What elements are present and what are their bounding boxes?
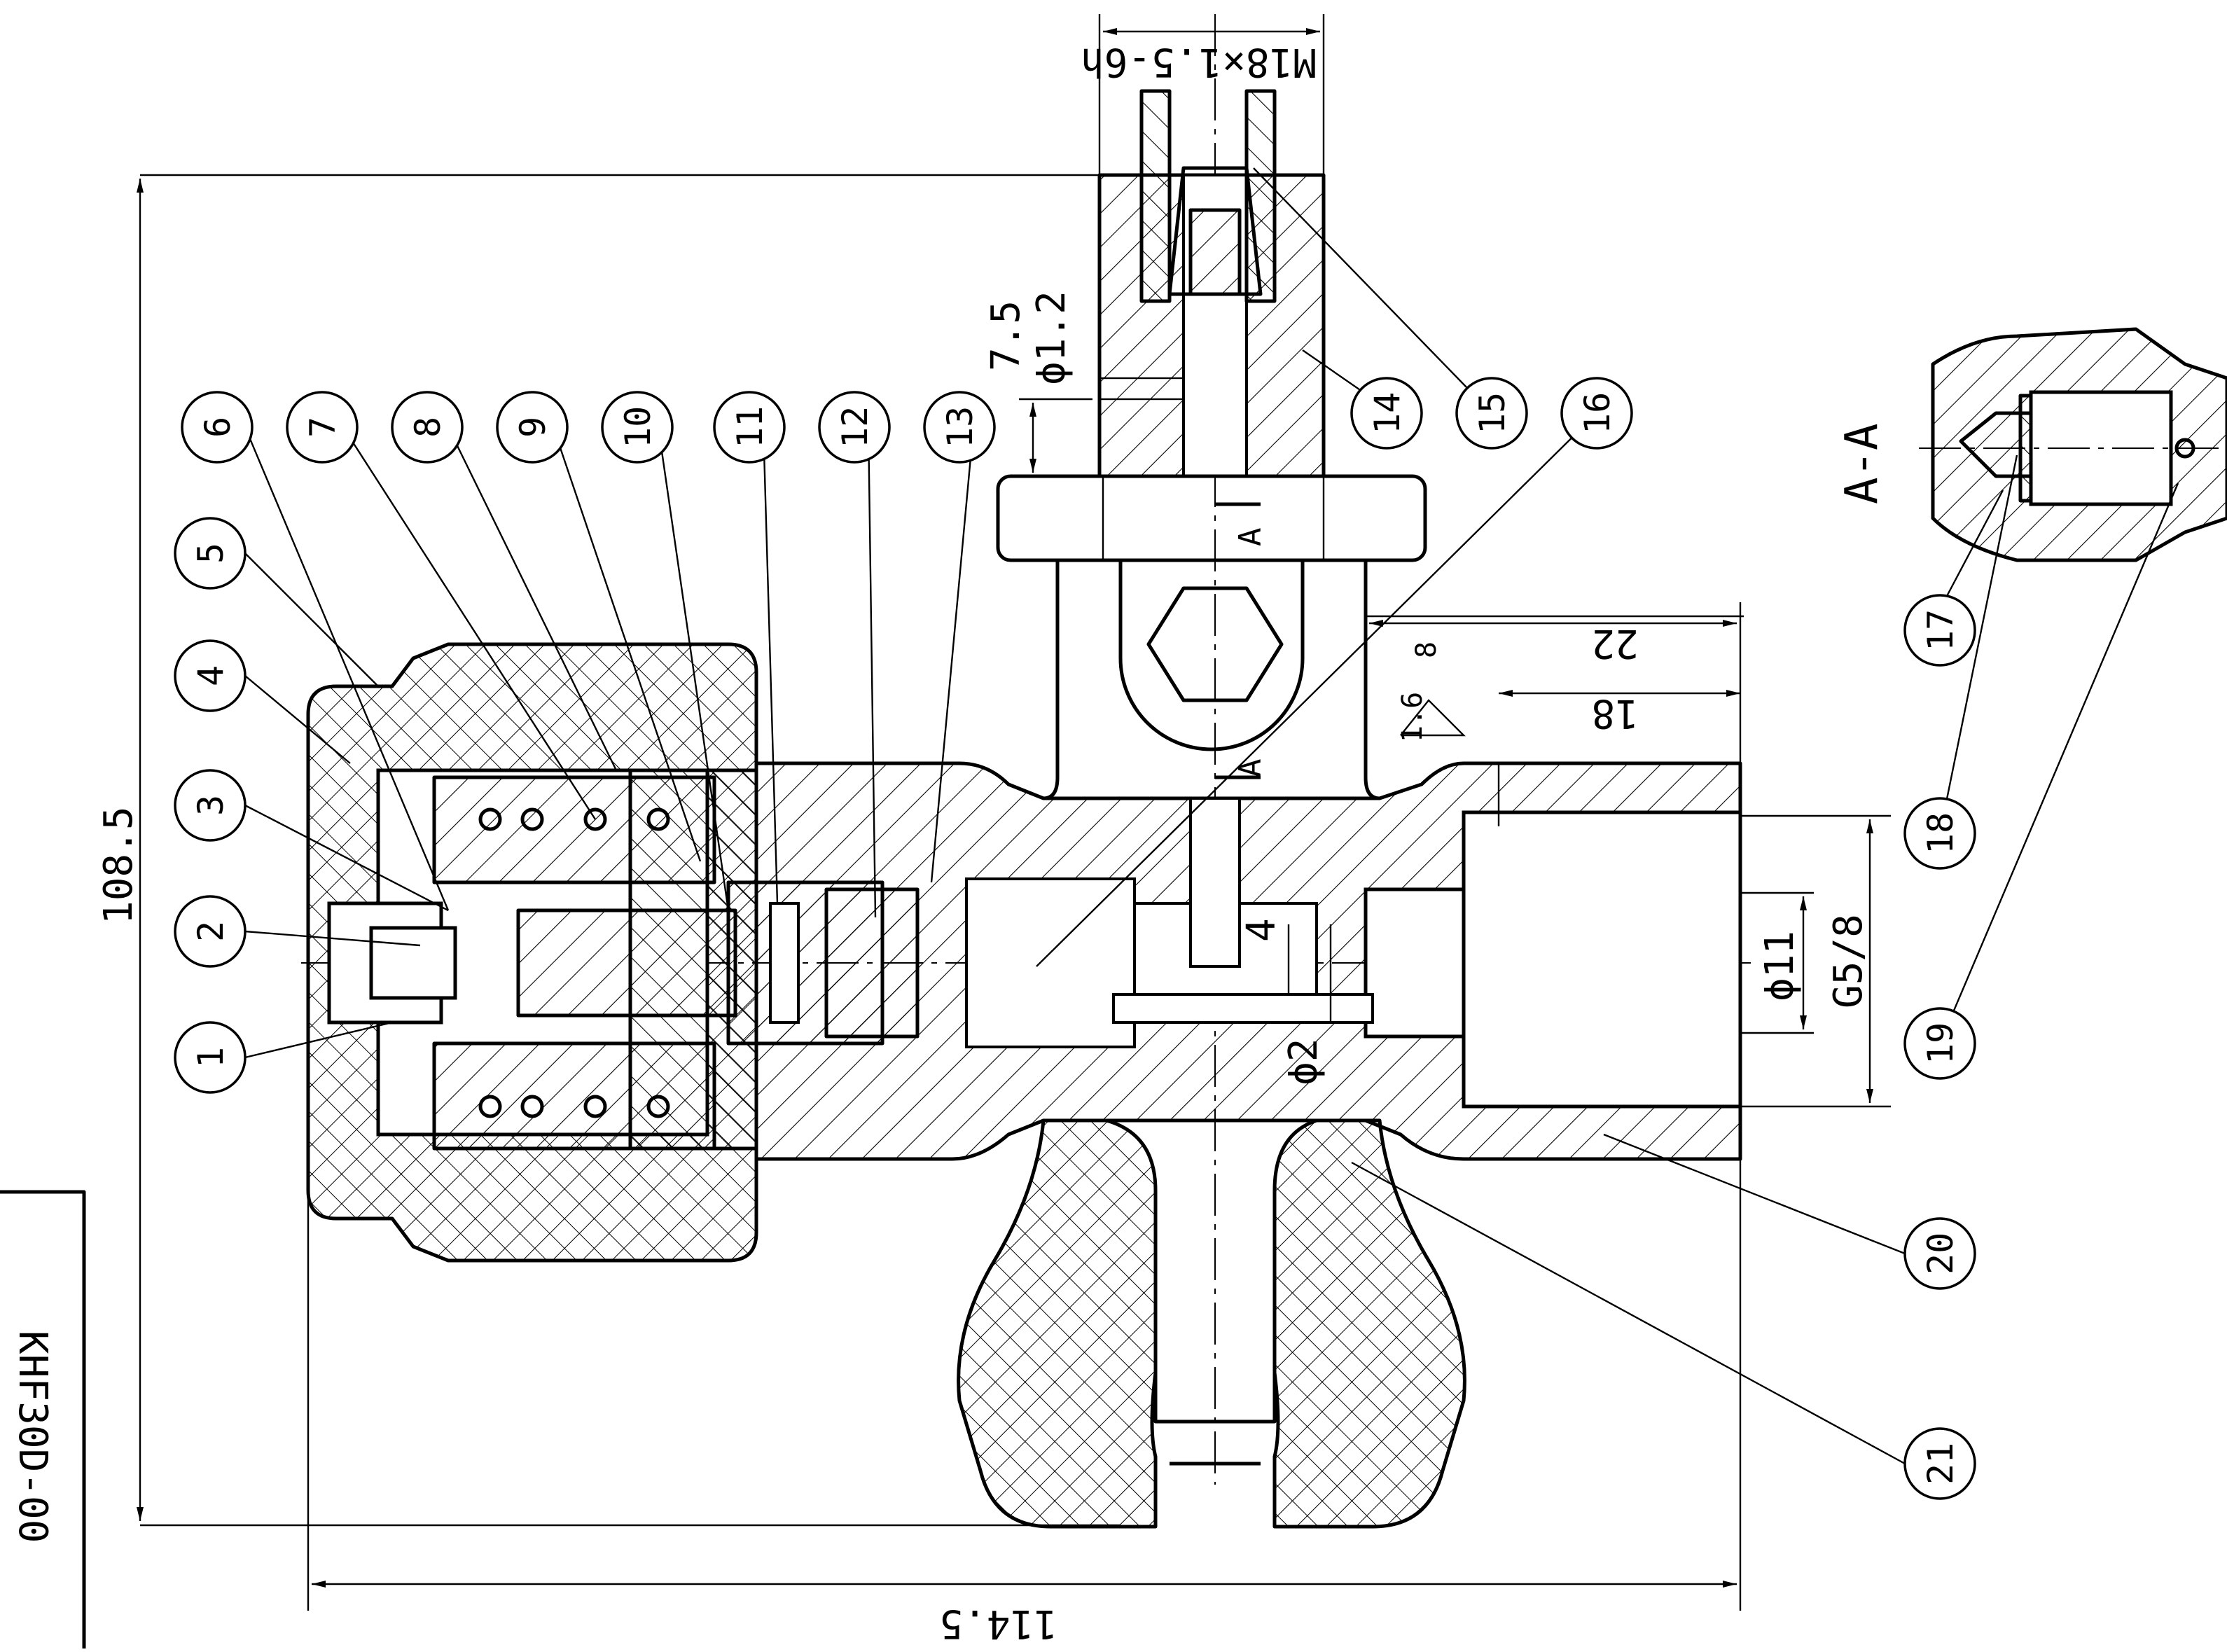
roughness-value: 1.6 [1396, 692, 1429, 742]
svg-text:3: 3 [190, 795, 231, 816]
balloon-15: 15 [1455, 377, 1528, 450]
balloon-6: 6 [181, 391, 254, 464]
svg-text:2: 2 [190, 921, 231, 942]
svg-text:6: 6 [197, 417, 238, 438]
svg-text:18: 18 [1920, 812, 1961, 854]
svg-text:8: 8 [408, 417, 448, 438]
part-balloons: 1 2 3 4 5 6 7 8 9 10 11 12 13 14 15 16 1… [174, 377, 1976, 1500]
svg-text:10: 10 [618, 406, 658, 448]
bottom-handle [957, 1118, 1466, 1529]
svg-text:12: 12 [835, 406, 875, 448]
svg-text:20: 20 [1920, 1233, 1961, 1275]
balloon-14: 14 [1350, 377, 1423, 450]
svg-text:5: 5 [190, 543, 231, 564]
svg-text:9: 9 [513, 417, 553, 438]
balloon-10: 10 [601, 391, 674, 464]
leader-lines [244, 167, 2179, 1465]
balloon-2: 2 [174, 895, 247, 968]
balloon-7: 7 [286, 391, 359, 464]
balloon-20: 20 [1903, 1217, 1976, 1290]
svg-text:17: 17 [1920, 609, 1961, 651]
dim-g58: G5/8 [1826, 914, 1871, 1008]
dim-7-5: 7.5 [983, 300, 1029, 371]
title-block: KHF30D-00 [0, 1190, 86, 1648]
svg-text:16: 16 [1577, 392, 1618, 434]
drawing-number: KHF30D-00 [10, 1331, 55, 1543]
svg-text:15: 15 [1472, 392, 1513, 434]
valve-body [754, 761, 1742, 1161]
svg-text:11: 11 [730, 406, 770, 448]
balloon-9: 9 [496, 391, 569, 464]
dim-22: 22 [1592, 620, 1639, 666]
balloon-5: 5 [174, 517, 247, 590]
svg-text:19: 19 [1920, 1022, 1961, 1064]
top-fitting: M18×1.5-6h 7.5 ϕ1.2 [983, 14, 1326, 478]
svg-text:1: 1 [190, 1047, 231, 1068]
balloon-8: 8 [391, 391, 464, 464]
roughness-8: 8 [1410, 641, 1443, 658]
section-mark-top: A [1233, 528, 1268, 547]
section-view-aa: A-A [1836, 327, 2227, 562]
left-handwheel [306, 642, 920, 1263]
balloon-1: 1 [174, 1021, 247, 1094]
balloon-21: 21 [1903, 1427, 1976, 1500]
dim-phi2: ϕ2 [1281, 1039, 1326, 1085]
svg-text:7: 7 [303, 417, 343, 438]
hex-nut: A A [996, 474, 1427, 800]
svg-text:13: 13 [940, 406, 980, 448]
balloon-17: 17 [1903, 594, 1976, 667]
balloon-11: 11 [713, 391, 786, 464]
width-value: 114.5 [939, 1601, 1057, 1646]
balloon-3: 3 [174, 769, 247, 842]
balloon-4: 4 [174, 639, 247, 712]
height-value: 108.5 [96, 806, 141, 924]
dim-18: 18 [1592, 690, 1639, 736]
balloon-19: 19 [1903, 1007, 1976, 1080]
balloon-13: 13 [923, 391, 996, 464]
right-dimensions: 22 18 G5/8 ϕ11 1.6 8 4 ϕ2 [1239, 615, 1891, 1108]
balloon-12: 12 [818, 391, 891, 464]
top-thread-dim: M18×1.5-6h [1081, 39, 1317, 85]
dim-phi-1-2: ϕ1.2 [1029, 291, 1074, 385]
balloon-16: 16 [1560, 377, 1633, 450]
overall-height-dimension: 108.5 [96, 174, 1121, 1527]
section-view-label: A-A [1836, 423, 1888, 504]
svg-text:21: 21 [1920, 1443, 1961, 1485]
dim-phi11: ϕ11 [1757, 931, 1803, 1001]
balloon-18: 18 [1903, 797, 1976, 870]
svg-text:4: 4 [190, 665, 231, 686]
dim-4: 4 [1239, 918, 1284, 942]
svg-text:14: 14 [1367, 392, 1408, 434]
